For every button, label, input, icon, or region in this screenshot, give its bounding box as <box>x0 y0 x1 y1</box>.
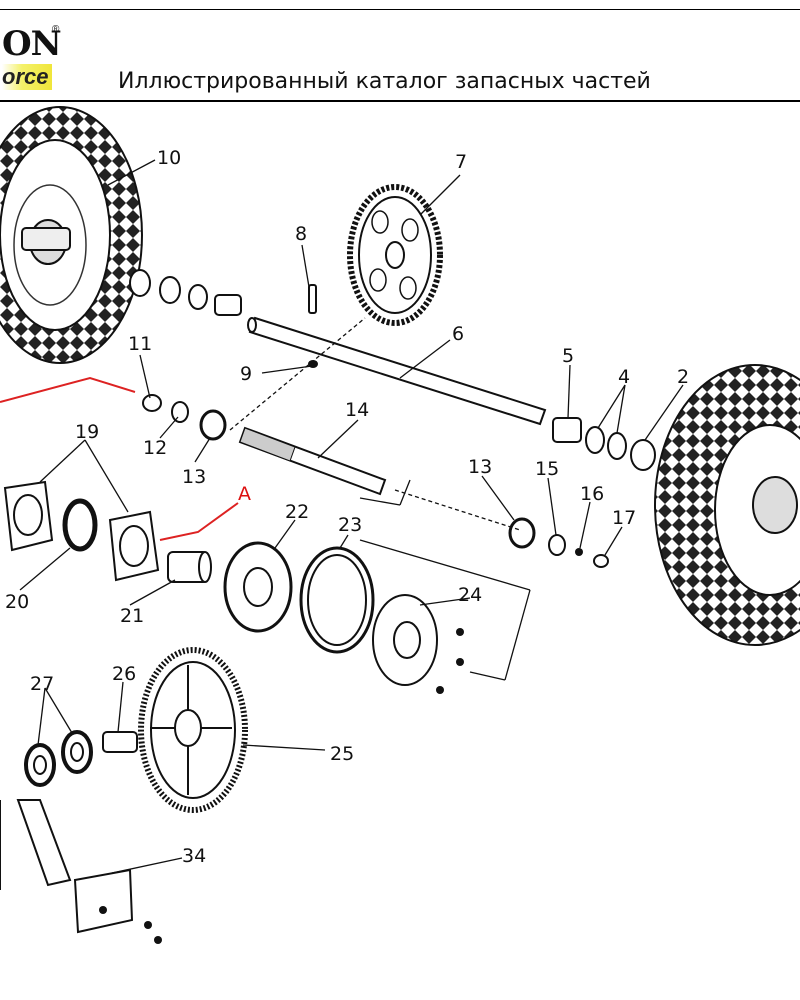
callout-6: 6 <box>452 323 464 345</box>
callout-24: 24 <box>458 584 482 606</box>
pin-8 <box>308 284 317 314</box>
callout-15: 15 <box>535 458 559 480</box>
bearings-27 <box>24 730 93 787</box>
callout-17: 17 <box>612 507 636 529</box>
callout-5: 5 <box>562 345 574 367</box>
callout-7: 7 <box>455 151 467 173</box>
shaft-14 <box>238 426 387 496</box>
marker-a-line <box>0 376 239 541</box>
ring-23 <box>299 546 375 654</box>
wheel-left <box>0 106 143 364</box>
callout-23: 23 <box>338 514 362 536</box>
callout-9: 9 <box>240 363 252 385</box>
seal-20 <box>62 498 98 552</box>
plate-22 <box>223 541 293 633</box>
callout-2: 2 <box>677 366 689 388</box>
callout-27: 27 <box>30 673 54 695</box>
callout-8: 8 <box>295 223 307 245</box>
callout-14: 14 <box>345 399 369 421</box>
plate-24 <box>372 594 464 694</box>
callout-20: 20 <box>5 591 29 613</box>
gear-7 <box>347 184 443 326</box>
callout-labels: 10 7 8 6 11 9 5 4 2 12 13 14 19 13 15 16… <box>5 147 689 867</box>
callout-26: 26 <box>112 663 136 685</box>
callout-4: 4 <box>618 366 630 388</box>
callout-10: 10 <box>157 147 181 169</box>
header-bottom-rule <box>0 100 800 102</box>
header-top-rule <box>0 9 800 10</box>
callout-12: 12 <box>143 437 167 459</box>
callout-11: 11 <box>128 333 152 355</box>
shaft-6 <box>247 316 547 426</box>
brand-logo: ON <box>2 24 62 64</box>
registered-mark: ® <box>52 24 60 35</box>
callout-21: 21 <box>120 605 144 627</box>
callout-16: 16 <box>580 483 604 505</box>
callout-25: 25 <box>330 743 354 765</box>
leader-lines <box>19 159 684 874</box>
pulley-25 <box>138 647 248 813</box>
callout-13b: 13 <box>468 456 492 478</box>
brand-logo-subline: orce <box>2 64 53 90</box>
callout-22: 22 <box>285 501 309 523</box>
hub-parts-upper <box>129 269 318 368</box>
shaft-small-parts <box>142 394 609 568</box>
shaft-26 <box>102 731 138 753</box>
marker-a-label: A <box>238 483 251 505</box>
bracket-19 <box>3 480 160 582</box>
callout-19: 19 <box>75 421 99 443</box>
callout-13a: 13 <box>182 466 206 488</box>
page-title: Иллюстрированный каталог запасных частей <box>118 69 651 94</box>
hub-parts-right <box>552 417 656 471</box>
wheel-right <box>654 364 800 646</box>
bracket-34 <box>0 799 162 944</box>
callout-34: 34 <box>182 845 206 867</box>
hub-21 <box>167 551 212 583</box>
